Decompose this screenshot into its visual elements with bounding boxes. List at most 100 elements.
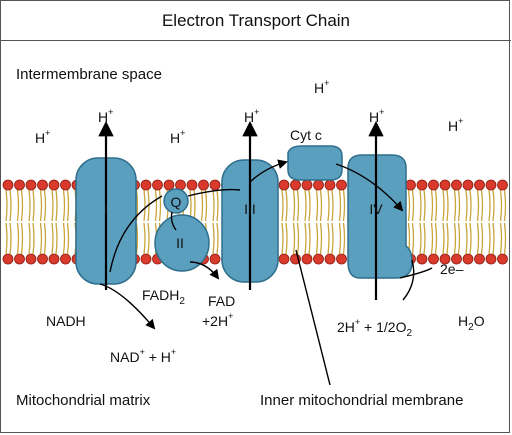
water-label: H2O bbox=[458, 313, 485, 333]
lipid-tail bbox=[66, 222, 70, 255]
complex-iv-label: IV bbox=[369, 201, 383, 217]
proton-label: H+ bbox=[244, 107, 259, 125]
lipid-tail bbox=[453, 189, 457, 222]
lipid-head bbox=[140, 253, 152, 265]
lipid-head bbox=[451, 179, 462, 191]
lipid-head bbox=[301, 179, 313, 191]
lipid-tail bbox=[32, 222, 35, 255]
lipid-tail bbox=[315, 189, 319, 222]
lipid-head bbox=[278, 179, 290, 191]
lipid-tail bbox=[499, 189, 503, 222]
lipid-tail bbox=[200, 189, 204, 222]
lipid-tail bbox=[338, 189, 342, 222]
lipid-tail bbox=[16, 189, 20, 222]
proton-label: H+ bbox=[170, 128, 185, 146]
lipid-tail bbox=[434, 222, 438, 255]
lipid-tail bbox=[212, 189, 215, 222]
intermembrane-label: Intermembrane space bbox=[16, 66, 162, 83]
lipid-tail bbox=[423, 222, 426, 255]
lipid-head bbox=[439, 179, 451, 191]
lipid-tail bbox=[296, 222, 300, 255]
lipid-tail bbox=[135, 222, 139, 255]
lipid-tail bbox=[327, 189, 330, 222]
lipid-tail bbox=[342, 189, 346, 222]
lipid-tail bbox=[308, 189, 311, 222]
lipid-head bbox=[48, 253, 60, 265]
proton-label: H+ bbox=[314, 78, 329, 96]
lipid-head bbox=[37, 179, 48, 191]
lipid-tail bbox=[342, 222, 346, 255]
lipid-tail bbox=[43, 189, 47, 222]
lipid-tail bbox=[20, 189, 24, 222]
lipid-head bbox=[14, 179, 25, 191]
lipid-tail bbox=[315, 222, 319, 255]
lipid-tail bbox=[492, 189, 495, 222]
lipid-tail bbox=[216, 222, 219, 255]
complex-iii-label: III bbox=[244, 201, 256, 217]
lipid-tail bbox=[503, 189, 507, 222]
lipid-tail bbox=[135, 189, 139, 222]
lipid-bilayer bbox=[2, 179, 508, 265]
lipid-tail bbox=[499, 222, 503, 255]
lipid-tail bbox=[55, 189, 58, 222]
electrons-label: 2e– bbox=[440, 261, 464, 277]
lipid-tail bbox=[55, 222, 58, 255]
lipid-tail bbox=[39, 222, 43, 255]
lipid-tail bbox=[143, 189, 146, 222]
lipid-tail bbox=[51, 222, 54, 255]
lipid-head bbox=[25, 179, 37, 191]
lipid-head bbox=[416, 179, 428, 191]
lipid-tail bbox=[304, 189, 307, 222]
lipid-tail bbox=[411, 189, 415, 222]
membrane-label: Inner mitochondrial membrane bbox=[260, 392, 463, 409]
lipid-head bbox=[25, 253, 37, 265]
lipid-tail bbox=[430, 222, 434, 255]
two-h-label: +2H+ bbox=[202, 311, 233, 329]
lipid-head bbox=[278, 253, 290, 265]
lipid-tail bbox=[66, 189, 70, 222]
lipid-head bbox=[14, 253, 25, 265]
lipid-tail bbox=[331, 189, 334, 222]
electron-path bbox=[99, 159, 433, 386]
lipid-tail bbox=[285, 189, 288, 222]
lipid-head bbox=[313, 253, 324, 265]
lipid-head bbox=[336, 253, 347, 265]
lipid-head bbox=[60, 253, 71, 265]
complex-i-label: I bbox=[104, 201, 108, 217]
lipid-head bbox=[336, 179, 347, 191]
lipid-tail bbox=[5, 189, 8, 222]
lipid-head bbox=[474, 179, 485, 191]
lipid-tail bbox=[327, 222, 330, 255]
lipid-head bbox=[416, 253, 428, 265]
lipid-tail bbox=[480, 222, 484, 255]
lipid-tail bbox=[446, 222, 449, 255]
lipid-tail bbox=[465, 222, 468, 255]
complex-iv-shape bbox=[347, 154, 413, 279]
lipid-tail bbox=[442, 189, 445, 222]
lipid-tail bbox=[492, 222, 495, 255]
lipid-tail bbox=[5, 222, 8, 255]
proton-label: H+ bbox=[448, 116, 463, 134]
matrix-label: Mitochondrial matrix bbox=[16, 392, 151, 409]
lipid-tail bbox=[281, 189, 284, 222]
lipid-tail bbox=[28, 189, 31, 222]
lipid-tail bbox=[292, 222, 296, 255]
lipid-tail bbox=[319, 189, 323, 222]
lipid-tail bbox=[154, 189, 158, 222]
lipid-tail bbox=[39, 189, 43, 222]
nadh-label: NADH bbox=[46, 313, 86, 329]
lipid-head bbox=[48, 179, 60, 191]
lipid-head bbox=[290, 179, 301, 191]
lipid-tail bbox=[488, 189, 491, 222]
lipid-head bbox=[405, 179, 416, 191]
lipid-head bbox=[462, 253, 474, 265]
lipid-head bbox=[439, 253, 451, 265]
lipid-tail bbox=[9, 222, 12, 255]
lipid-tail bbox=[442, 222, 445, 255]
lipid-tail bbox=[62, 189, 66, 222]
fadh2-label: FADH2 bbox=[142, 287, 185, 307]
lipid-tail bbox=[419, 222, 422, 255]
lipid-tail bbox=[411, 222, 415, 255]
lipid-tail bbox=[296, 189, 300, 222]
